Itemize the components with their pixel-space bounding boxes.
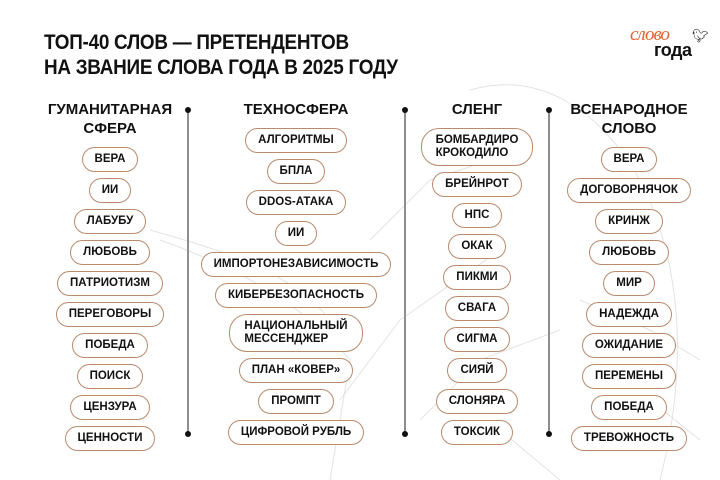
word-pill: ПОБЕДА (591, 395, 667, 420)
word-pill: ПОИСК (76, 364, 144, 389)
word-pill: СВАГА (444, 296, 510, 321)
word-pill: ПЛАН «КОВЕР» (238, 358, 354, 383)
column-title: ВСЕНАРОДНОЕ СЛОВО (570, 101, 688, 137)
word-pill: ВЕРА (81, 147, 139, 172)
divider-dot-top-1 (185, 107, 191, 113)
word-pill: ЛЮБОВЬ (70, 240, 150, 265)
divider-dot-bottom-2 (402, 431, 408, 437)
word-pill: КРИНЖ (595, 209, 663, 234)
bird-icon: 🐦︎ (692, 28, 709, 43)
word-pill: ПАТРИОТИЗМ (57, 271, 163, 296)
word-pill: БПЛА (266, 159, 326, 184)
word-pill: НПС (451, 203, 503, 228)
title-line-2: НА ЗВАНИЕ СЛОВА ГОДА В 2025 ГОДУ (44, 56, 398, 79)
divider-dot-bottom-3 (546, 431, 552, 437)
word-pill: ПЕРЕГОВОРЫ (55, 302, 165, 327)
word-pill: ВЕРА (600, 147, 658, 172)
logo: слово 🐦︎ года (630, 22, 710, 62)
word-pill: ЦЕНЗУРА (70, 395, 150, 420)
column-title: ГУМАНИТАРНАЯ СФЕРА (47, 101, 173, 137)
column-title: ТЕХНОСФЕРА (243, 101, 349, 118)
column-divider-3 (548, 111, 550, 434)
column-national-word: ВСЕНАРОДНОЕ СЛОВО ВЕРА ДОГОВОРНЯЧОК КРИН… (556, 100, 702, 454)
word-pill: БРЕЙНРОТ (432, 172, 522, 197)
word-pill: МИР (603, 271, 655, 296)
word-pill: ПРОМПТ (258, 389, 334, 414)
word-pill: ИИ (274, 221, 318, 246)
column-technosphere: ТЕХНОСФЕРА АЛГОРИТМЫ БПЛА DDOS-АТАКА ИИ … (192, 100, 400, 448)
word-pill: СИГМА (443, 327, 511, 352)
word-pill: ИМПОРТОНЕЗАВИСИМОСТЬ (200, 252, 392, 277)
word-pill: ИИ (88, 178, 132, 203)
word-pill: ПЕРЕМЕНЫ (581, 364, 677, 389)
word-pill: НАДЕЖДА (586, 302, 672, 327)
logo-word-2: года (654, 40, 692, 60)
logo-word-1: слово (630, 24, 670, 45)
word-pill: НАЦИОНАЛЬНЫЙ МЕССЕНДЖЕР (229, 314, 363, 352)
word-pill: ОЖИДАНИЕ (581, 333, 677, 358)
word-pill: ПОБЕДА (72, 333, 148, 358)
column-title: СЛЕНГ (451, 101, 503, 118)
word-pill: ЦЕННОСТИ (64, 426, 156, 451)
word-pill: АЛГОРИТМЫ (245, 128, 347, 153)
divider-dot-top-3 (546, 107, 552, 113)
column-humanitarian: ГУМАНИТАРНАЯ СФЕРА ВЕРА ИИ ЛАБУБУ ЛЮБОВЬ… (30, 100, 190, 454)
word-pill: СИЯЙ (447, 358, 507, 383)
word-pill: ДОГОВОРНЯЧОК (567, 178, 691, 203)
word-pill: КИБЕРБЕЗОПАСНОСТЬ (215, 283, 377, 308)
page-title: ТОП-40 СЛОВ — ПРЕТЕНДЕНТОВ НА ЗВАНИЕ СЛО… (44, 30, 398, 80)
word-pill: ТРЕВОЖНОСТЬ (570, 426, 688, 451)
column-divider-2 (404, 111, 406, 434)
word-pill: ОКАК (448, 234, 506, 259)
word-pill: DDOS-АТАКА (245, 190, 347, 215)
word-pill: БОМБАРДИРО КРОКОДИЛО (420, 128, 534, 166)
title-line-1: ТОП-40 СЛОВ — ПРЕТЕНДЕНТОВ (44, 31, 349, 54)
column-slang: СЛЕНГ БОМБАРДИРО КРОКОДИЛО БРЕЙНРОТ НПС … (410, 100, 544, 448)
word-pill: ПИКМИ (443, 265, 511, 290)
column-divider-1 (187, 111, 189, 434)
word-pill: ЛАБУБУ (73, 209, 147, 234)
divider-dot-top-2 (402, 107, 408, 113)
divider-dot-bottom-1 (185, 431, 191, 437)
word-pill: ЛЮБОВЬ (589, 240, 669, 265)
word-pill: ЦИФРОВОЙ РУБЛЬ (227, 420, 365, 445)
word-pill: ТОКСИК (440, 420, 514, 445)
word-pill: СЛОНЯРА (435, 389, 519, 414)
